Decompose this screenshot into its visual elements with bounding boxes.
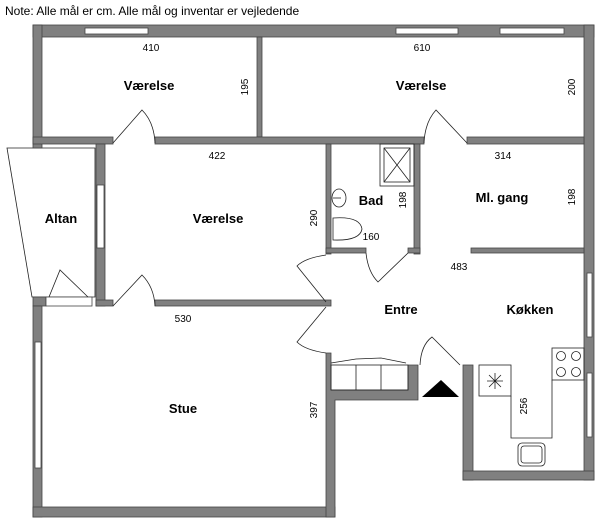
toilet-icon: [332, 217, 363, 241]
sink-icon: [517, 442, 546, 467]
wall-under-rooms-3: [466, 136, 585, 145]
dimension-label: 483: [451, 262, 468, 273]
wall-stue-top-1: [95, 299, 114, 307]
balcony-door: [48, 269, 89, 298]
kitchen-counter-l: [510, 380, 553, 439]
dimension-label: 198: [567, 188, 578, 205]
wall-bath-right: [413, 143, 421, 255]
room-label: Værelse: [193, 211, 244, 226]
dimension-label: 610: [414, 43, 431, 54]
door: [112, 109, 156, 144]
wall-stue-bottom: [32, 506, 336, 518]
wall-bath-bottom-2: [407, 247, 421, 254]
bath-door: [365, 252, 409, 283]
sink-basin: [520, 445, 543, 464]
dimension-label: 256: [519, 397, 530, 414]
burner: [571, 351, 581, 361]
basin-icon: [331, 188, 347, 208]
wall-kitchen-left: [462, 364, 474, 481]
window: [84, 27, 149, 35]
shower-tray: [383, 147, 411, 183]
wall-under-rooms-2: [154, 136, 425, 145]
dimension-label: 410: [143, 43, 160, 54]
entrance-arrow-icon: [422, 380, 459, 397]
wall-bath-left: [325, 143, 332, 255]
dimension-label: 200: [567, 78, 578, 95]
room-label: Køkken: [507, 302, 554, 317]
stove-icon: [551, 347, 585, 381]
dimension-label: 160: [363, 232, 380, 243]
door: [296, 306, 327, 354]
wall-stue-top-2: [154, 299, 332, 307]
wall-stue-corner: [32, 296, 47, 307]
burner: [571, 367, 581, 377]
window: [499, 27, 565, 35]
window: [96, 184, 105, 249]
window: [34, 341, 42, 469]
window: [395, 27, 459, 35]
room-label: Altan: [45, 211, 78, 226]
burner: [556, 367, 566, 377]
room-label: Bad: [359, 193, 384, 208]
door: [112, 274, 156, 307]
wall-stue-right: [325, 352, 419, 518]
shower-icon: [379, 143, 415, 187]
wall-left-upper: [32, 24, 43, 149]
wall-under-rooms-1: [32, 136, 114, 145]
wall-divider-top-rooms: [256, 36, 263, 138]
cooker-hood-icon: [487, 373, 503, 389]
burner: [556, 351, 566, 361]
kitchen-counter: [478, 364, 512, 397]
dimension-label: 422: [209, 151, 226, 162]
dimension-label: 198: [398, 191, 409, 208]
dimension-label: 314: [495, 151, 512, 162]
front-door: [419, 336, 461, 366]
balcony-outline: [6, 147, 96, 298]
room-label: Værelse: [396, 78, 447, 93]
dimension-label: 530: [175, 314, 192, 325]
wall-hall-bottom: [470, 247, 585, 254]
room-label: Ml. gang: [476, 190, 529, 205]
balcony-door-frame: [45, 296, 93, 307]
shower-cross: [383, 147, 411, 183]
wardrobe-doors: [330, 357, 407, 390]
room-label: Værelse: [124, 78, 175, 93]
door: [423, 109, 468, 144]
wall-bath-bottom-1: [325, 247, 367, 254]
room-label: Entre: [384, 302, 417, 317]
wall-kitchen-bottom: [462, 470, 595, 481]
dimension-label: 290: [309, 209, 320, 226]
dimension-label: 195: [240, 78, 251, 95]
door: [296, 254, 327, 303]
dimension-label: 397: [309, 401, 320, 418]
wardrobe: [330, 364, 409, 391]
window: [586, 272, 593, 338]
window: [586, 372, 593, 438]
disclaimer-note: Note: Alle mål er cm. Alle mål og invent…: [5, 4, 300, 18]
room-label: Stue: [169, 401, 197, 416]
